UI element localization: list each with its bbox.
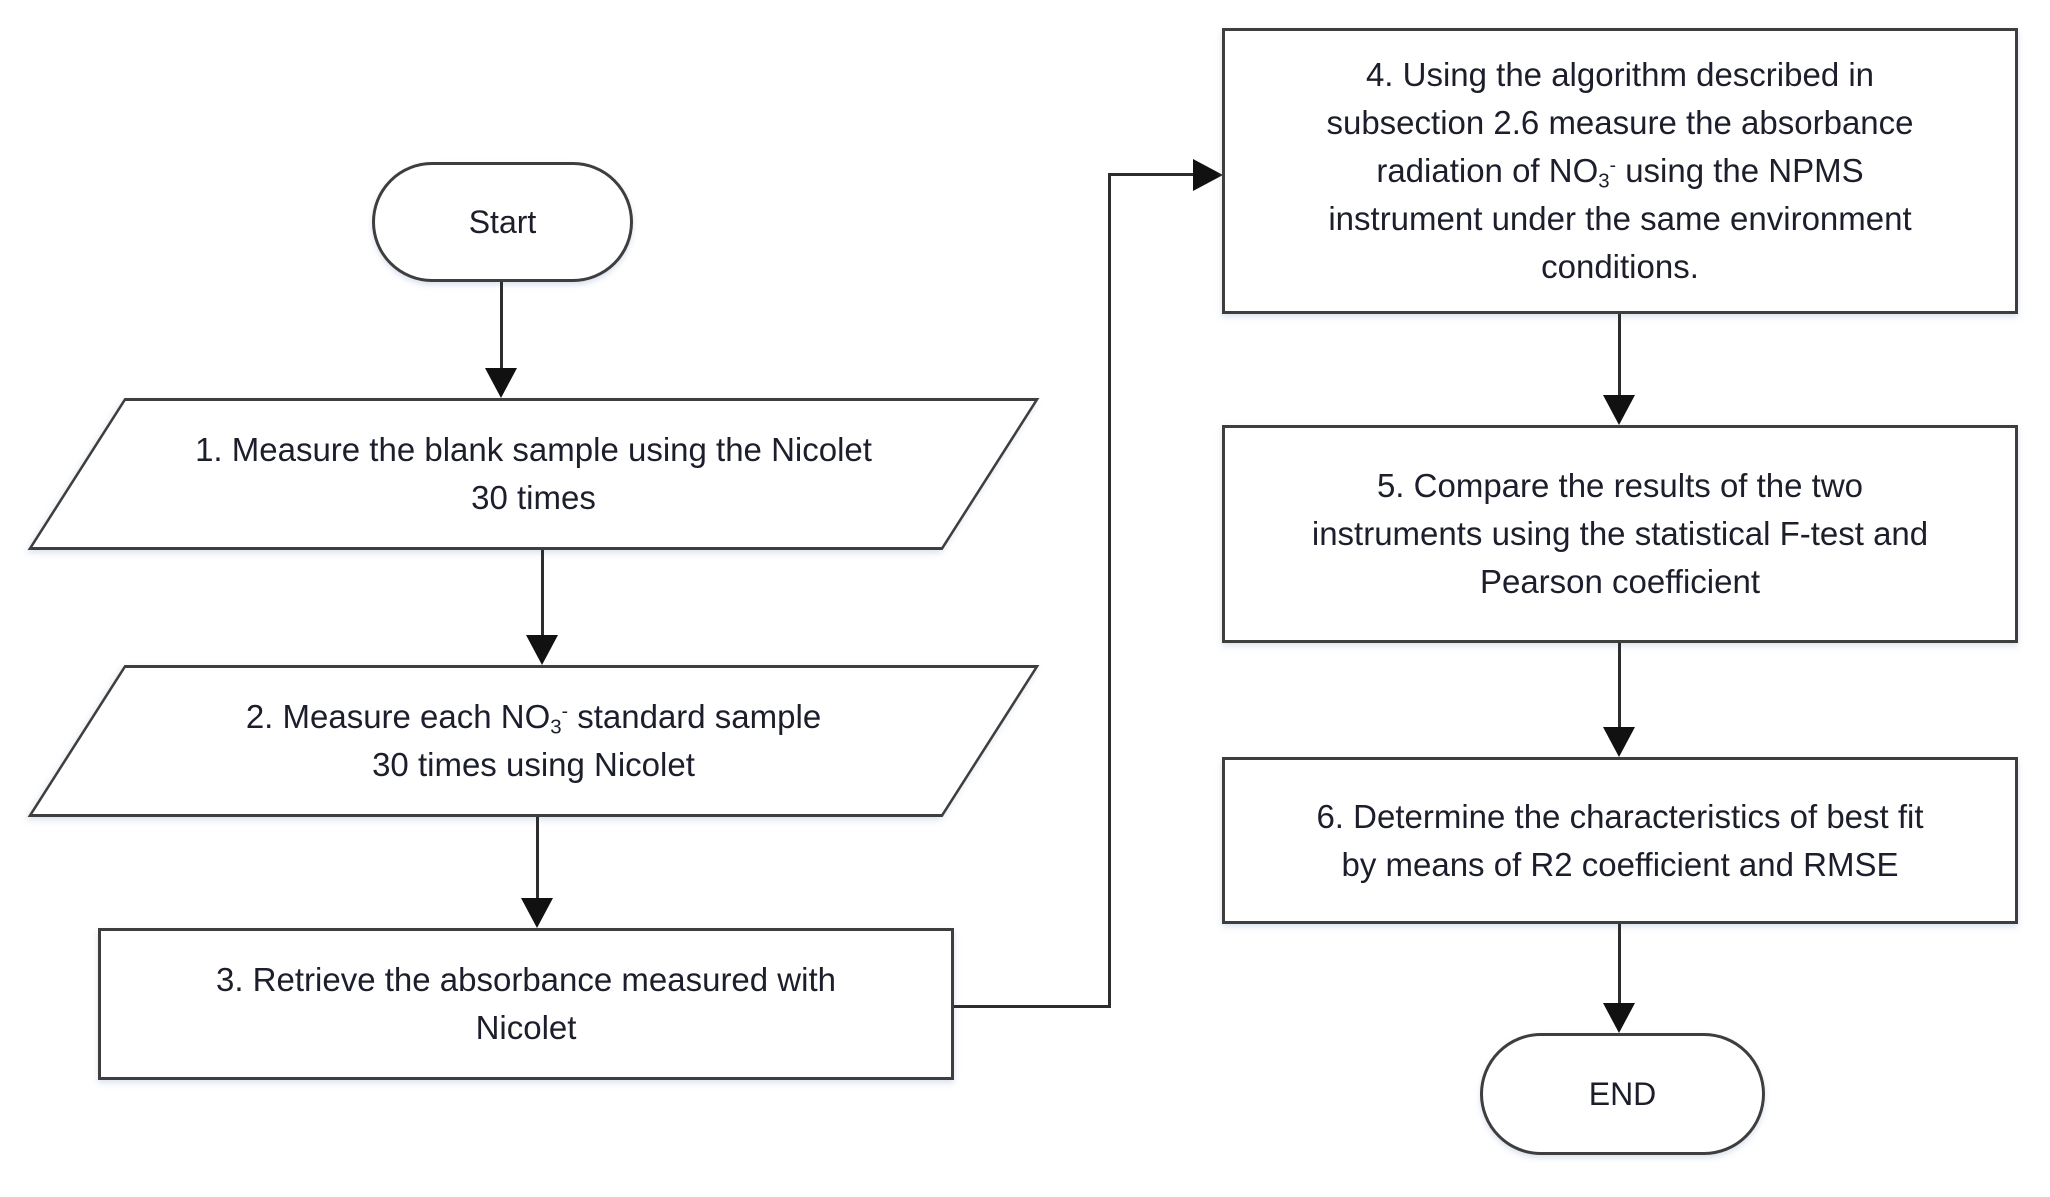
arrow-shaft (499, 282, 503, 374)
step2-line1-post: standard sample (568, 698, 822, 735)
step4-line3-post: using the NPMS (1616, 152, 1864, 189)
step3-process-box: 3. Retrieve the absorbance measured with… (98, 928, 954, 1080)
step2-line2: 30 times using Nicolet (372, 746, 695, 783)
step4-line4: instrument under the same environment (1328, 200, 1912, 237)
arrowhead-down-icon (485, 368, 517, 398)
step1-line2: 30 times (471, 479, 596, 516)
step4-line1: 4. Using the algorithm described in (1365, 56, 1875, 93)
step1-text: 1. Measure the blank sample using the Ni… (76, 398, 991, 550)
end-label: END (1588, 1075, 1657, 1112)
connector-step3-top-horizontal (1108, 173, 1195, 176)
step4-process-box: 4. Using the algorithm described in subs… (1222, 28, 2018, 314)
arrow-step1-to-step2 (526, 550, 558, 665)
step4-line5: conditions. (1541, 248, 1699, 285)
step3-line1: 3. Retrieve the absorbance measured with (215, 961, 836, 998)
step5-line1: 5. Compare the results of the two (1376, 467, 1864, 504)
arrow-shaft (540, 550, 544, 641)
no3-superscript-minus: - (561, 701, 569, 723)
step6-line2: by means of R2 coefficient and RMSE (1341, 845, 1899, 883)
no3-subscript: 3 (1598, 169, 1610, 193)
step4-line2: subsection 2.6 measure the absorbance (1326, 104, 1914, 141)
arrowhead-down-icon (521, 898, 553, 928)
start-node: Start (372, 162, 633, 282)
start-label: Start (468, 203, 537, 240)
no3-superscript-minus: - (1609, 155, 1617, 177)
arrow-start-to-step1 (485, 282, 517, 398)
arrowhead-down-icon (526, 635, 558, 665)
arrowhead-right-icon (1193, 158, 1223, 191)
step5-line2: instruments using the statistical F-test… (1311, 515, 1929, 552)
arrow-step6-to-end (1603, 924, 1635, 1033)
step6-process-box: 6. Determine the characteristics of best… (1222, 757, 2018, 924)
step2-line1: 2. Measure each NO3- standard sample (246, 693, 821, 741)
step4-line3-pre: radiation of NO (1376, 152, 1599, 189)
arrow-step4-to-step5 (1603, 314, 1635, 425)
connector-step3-vertical (1108, 173, 1111, 1008)
arrowhead-down-icon (1603, 395, 1635, 425)
arrowhead-down-icon (1603, 727, 1635, 757)
step2-line1-pre: 2. Measure each NO (245, 698, 551, 735)
step6-line1: 6. Determine the characteristics of best… (1316, 797, 1924, 835)
step5-line3: Pearson coefficient (1479, 563, 1761, 600)
arrow-step5-to-step6 (1603, 643, 1635, 757)
connector-step3-horizontal (954, 1004, 1110, 1008)
arrow-shaft (1617, 314, 1621, 401)
arrow-shaft (1617, 643, 1621, 733)
step4-line3: radiation of NO3- using the NPMS (1376, 147, 1863, 195)
step2-text: 2. Measure each NO3- standard sample 30 … (76, 665, 991, 817)
step3-line2: Nicolet (475, 1009, 577, 1046)
arrowhead-down-icon (1603, 1003, 1635, 1033)
end-node: END (1480, 1033, 1765, 1155)
arrow-shaft (1617, 924, 1621, 1009)
step5-process-box: 5. Compare the results of the two instru… (1222, 425, 2018, 643)
step1-line1: 1. Measure the blank sample using the Ni… (195, 431, 872, 468)
arrow-step2-to-step3 (521, 817, 553, 928)
arrow-shaft (535, 817, 539, 904)
no3-subscript: 3 (550, 715, 562, 739)
